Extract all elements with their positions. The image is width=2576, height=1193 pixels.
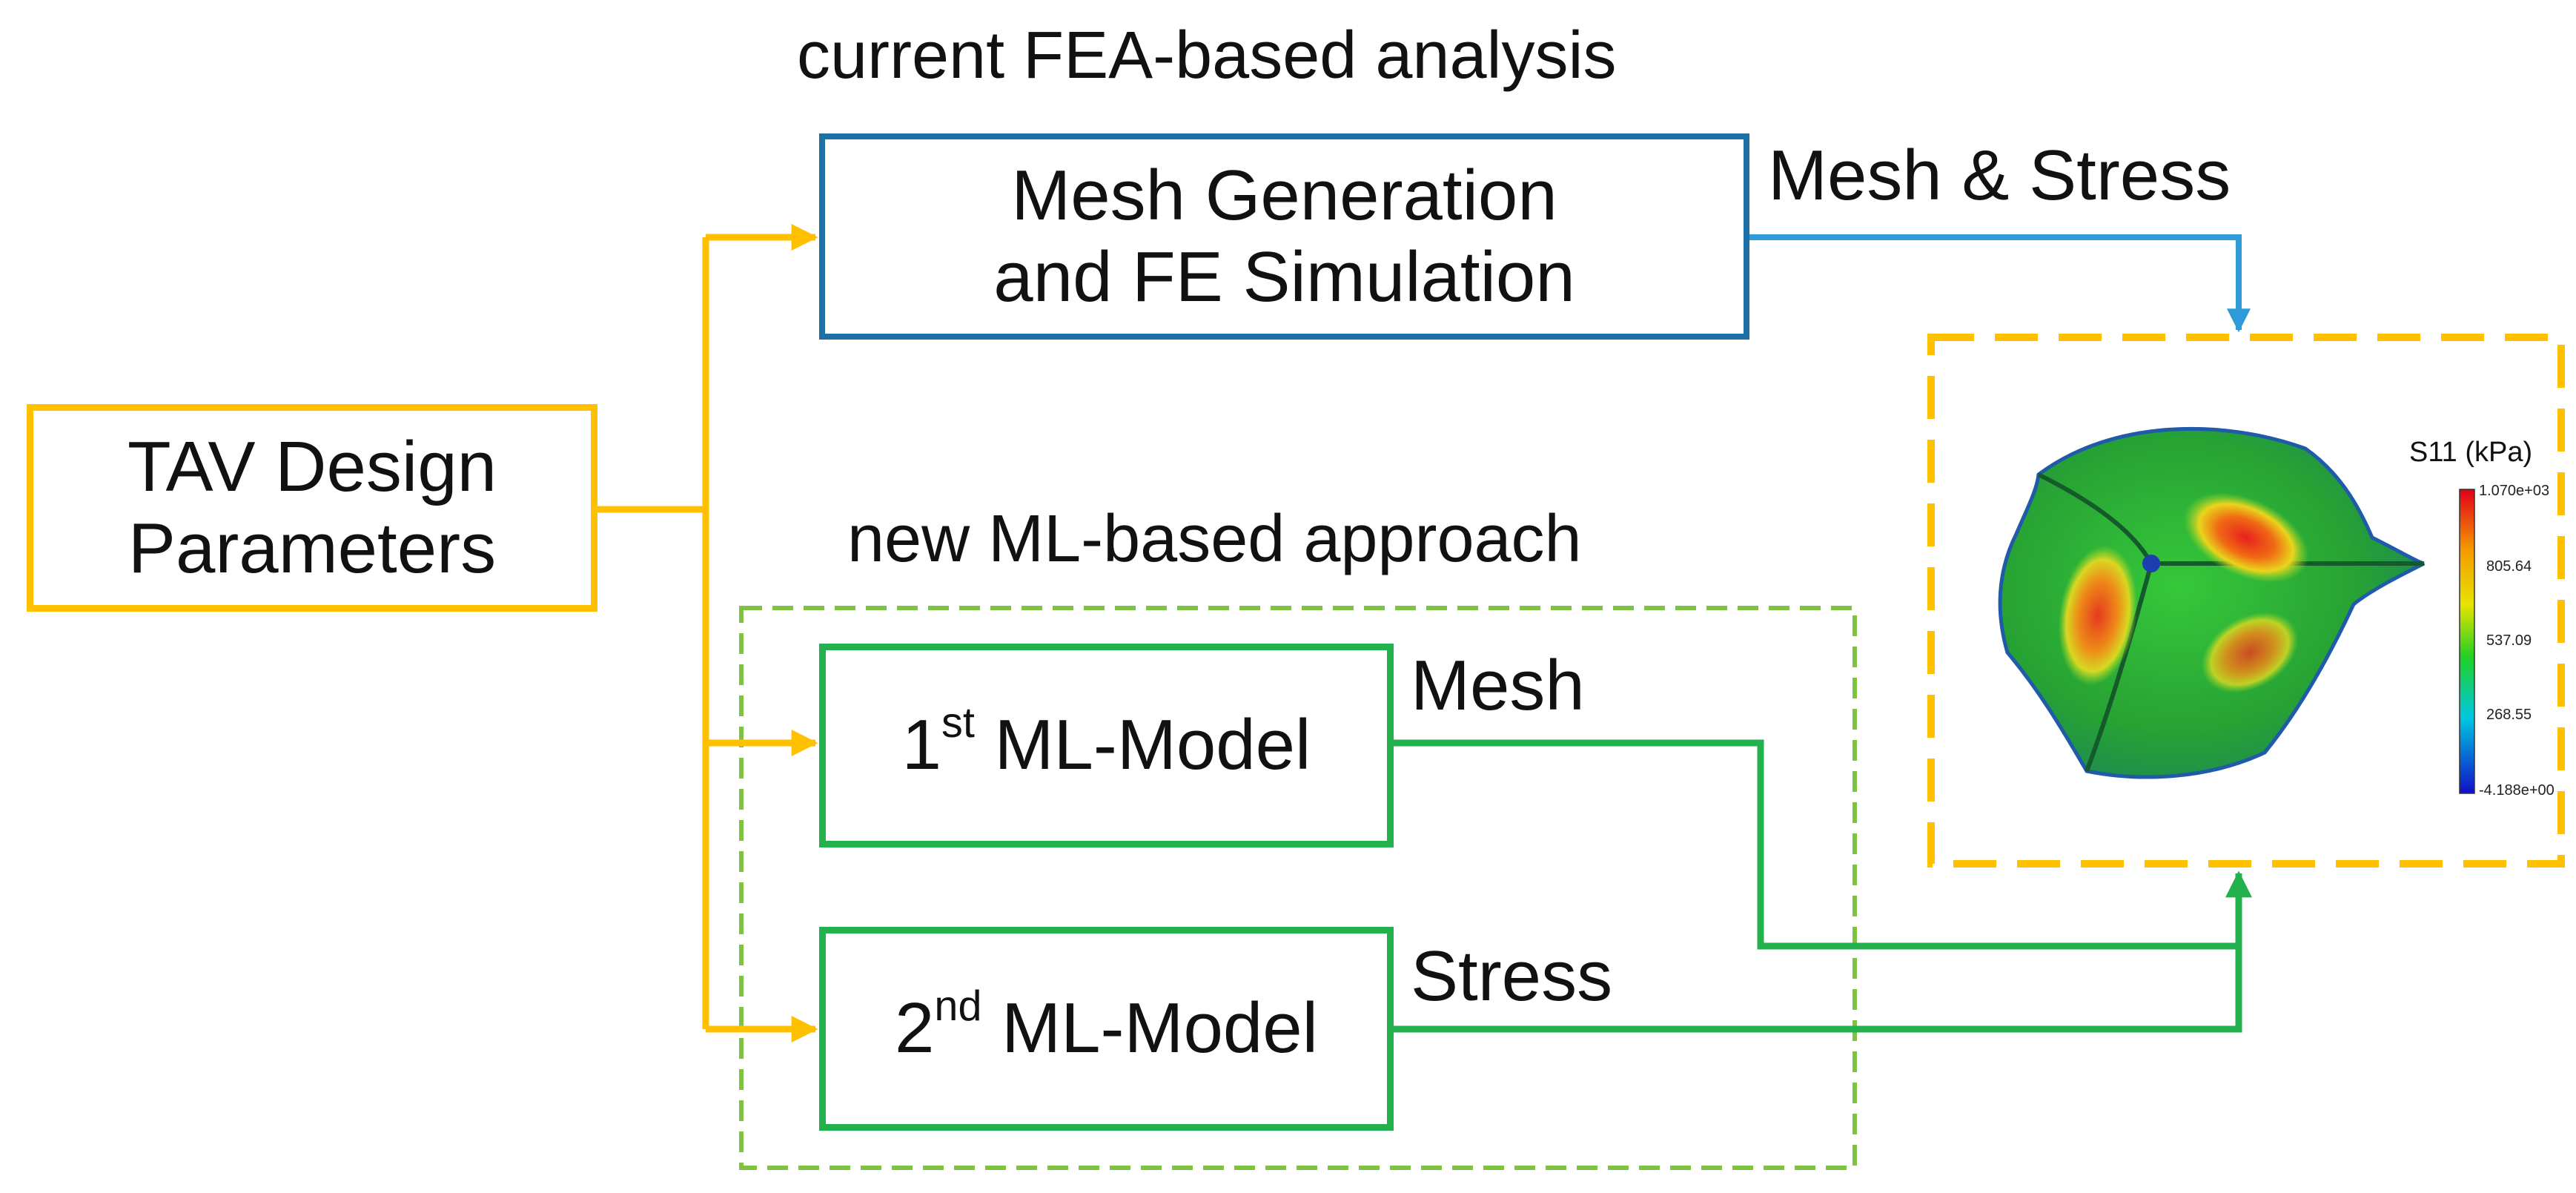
fea-node-line-2: and FE Simulation [993,237,1575,317]
stress-map: S11 (kPa) 1.070e+03 805.64 537.09 268.55… [1998,426,2555,799]
colorbar-tick-4: 268.55 [2486,707,2532,723]
ml-output-connectors [1394,739,2252,1033]
fea-output-label: Mesh & Stress [1768,136,2231,215]
ml-model-1-number: 1 [901,705,942,785]
output-frame [1927,334,2565,868]
valve-model [1998,426,2426,779]
ml-model-1-label: 1st ML-Model [901,701,1311,786]
colorbar-ticks: 1.070e+03 805.64 537.09 268.55 -4.188e+0… [2479,483,2555,799]
ml-model-1-suffix: st [941,699,975,747]
colorbar [2459,489,2475,794]
stress-map-title: S11 (kPa) [2409,437,2532,468]
ml-model-2-name: ML-Model [1001,988,1318,1068]
ml-model-2-number: 2 [895,988,935,1068]
tav-design-parameters-node: TAV Design Parameters [27,404,597,612]
ml-model-2-node: 2nd ML-Model [819,927,1394,1131]
colorbar-tick-2: 805.64 [2486,558,2532,575]
fea-node-line-1: Mesh Generation [1011,155,1557,235]
tav-node-line-1: TAV Design [128,426,497,506]
ml2-output-label: Stress [1411,936,1613,1016]
ml-group-frame [739,606,1857,1170]
ml-model-2-label: 2nd ML-Model [895,985,1318,1069]
mesh-generation-fe-simulation-node: Mesh Generation and FE Simulation [819,133,1749,340]
tav-node-line-2: Parameters [128,509,497,588]
ml-model-1-node: 1st ML-Model [819,644,1394,847]
ml-section-label: new ML-based approach [847,502,1582,576]
colorbar-tick-3: 537.09 [2486,632,2532,649]
colorbar-tick-5: -4.188e+00 [2479,782,2555,799]
fea-section-label: current FEA-based analysis [797,19,1617,93]
ml-model-2-suffix: nd [934,982,982,1031]
colorbar-tick-1: 1.070e+03 [2479,483,2549,499]
input-branch-connectors [597,224,818,1042]
ml1-output-label: Mesh [1411,646,1585,725]
ml-model-1-name: ML-Model [994,705,1311,785]
fea-output-connector [1749,234,2251,333]
